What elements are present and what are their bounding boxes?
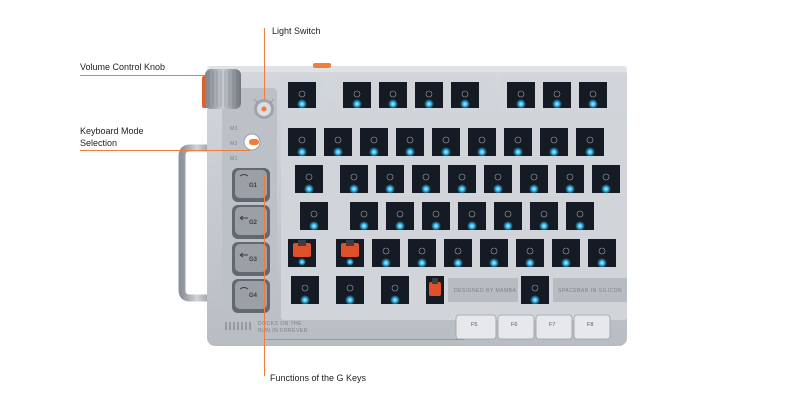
spacebar-text: SPACEBAR IN SILICON — [558, 288, 622, 294]
g-key-3-label: G3 — [249, 257, 258, 263]
mode-selection-label-line2: Selection — [80, 138, 118, 148]
g-key-1-label: G1 — [249, 183, 258, 189]
g-keys-leader-horizontal — [264, 339, 464, 340]
mode-switch[interactable] — [243, 133, 261, 151]
f-key-6-label: F6 — [511, 322, 517, 328]
light-switch-label: Light Switch — [272, 26, 321, 36]
g-key-2[interactable]: G2 — [232, 205, 270, 239]
light-switch-dial[interactable] — [253, 98, 275, 119]
f-key-7-label: F7 — [549, 322, 555, 328]
g-key-2-label: G2 — [249, 220, 258, 226]
designed-by-text: DESIGNED BY MAMBA — [454, 288, 516, 294]
volume-knob-label: Volume Control Knob — [80, 62, 166, 72]
volume-knob[interactable] — [202, 69, 241, 109]
mode-pos-m1: M1 — [230, 156, 238, 162]
badge-line1: DOCKS ON THE — [258, 321, 302, 327]
f-key-5-label: F5 — [471, 322, 477, 328]
g-key-4-label: G4 — [249, 293, 258, 299]
exposed-switch — [426, 276, 444, 304]
key-matrix: DESIGNED BY MAMBA SPACEBAR IN SILICON — [288, 82, 627, 305]
light-switch-leader — [264, 28, 265, 100]
g-key-3[interactable]: G3 — [232, 242, 270, 276]
g-keys-label: Functions of the G Keys — [270, 373, 367, 383]
mode-pos-m3: M3 — [230, 126, 238, 132]
f-key-8[interactable]: F8 — [573, 314, 611, 340]
spacebar-plate-right — [553, 278, 627, 302]
badge-line2: RUN IN FOREVER — [258, 328, 308, 334]
volume-knob-leader — [80, 75, 205, 76]
g-key-1[interactable]: G1 — [232, 168, 270, 202]
mode-pos-m2: M2 — [230, 141, 238, 147]
spacebar-plate-left — [448, 278, 518, 302]
exposed-switch — [288, 239, 316, 267]
f-key-8-label: F8 — [587, 322, 593, 328]
g-keys-leader-vertical — [264, 176, 265, 376]
f-key-6[interactable]: F6 — [497, 314, 535, 340]
mode-selection-leader — [80, 150, 250, 151]
brand-badge: DOCKS ON THE RUN IN FOREVER — [225, 321, 308, 334]
exposed-switch — [336, 239, 364, 267]
mode-selection-label-line1: Keyboard Mode — [80, 126, 144, 136]
f-key-5[interactable]: F5 — [455, 314, 497, 340]
g-key-4[interactable]: G4 — [232, 279, 270, 313]
f-key-7[interactable]: F7 — [535, 314, 573, 340]
